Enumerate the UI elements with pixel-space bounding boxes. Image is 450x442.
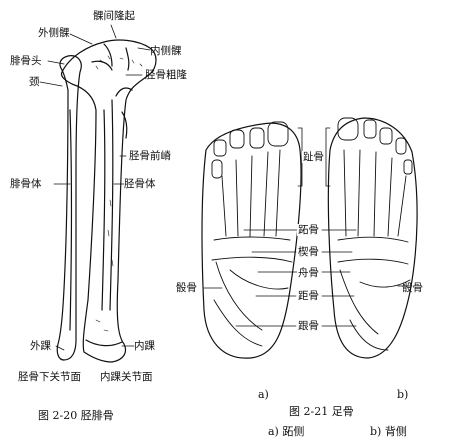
label-phalanges: 趾骨	[302, 151, 325, 163]
label-anterior-crest: 胫骨前嵴	[129, 150, 171, 162]
label-metatarsals: 跖骨	[297, 224, 320, 236]
label-malleolar-facet: 内踝关节面	[100, 371, 153, 383]
label-lateral-condyle: 外侧髁	[38, 27, 70, 39]
label-tibia-inferior-facet: 胫骨下关节面	[18, 371, 81, 383]
sub-label-b: b)	[397, 388, 409, 401]
label-tibial-tuberosity: 胫骨粗隆	[145, 69, 187, 81]
fibula-shape	[56, 55, 82, 361]
label-tibia-body: 胫骨体	[124, 178, 156, 190]
label-medial-condyle: 内侧髁	[150, 45, 182, 57]
foot-a-shape	[201, 121, 302, 359]
label-lateral-malleolus: 外踝	[30, 340, 51, 352]
label-medial-malleolus: 内踝	[134, 340, 155, 352]
label-cuboid-b: 骰骨	[402, 282, 423, 294]
label-fibula-body: 腓骨体	[10, 178, 42, 190]
caption-sub-a: a) 跖侧	[268, 425, 305, 438]
label-fibula-head: 腓骨头	[10, 55, 42, 67]
label-talus: 距骨	[297, 290, 320, 302]
leader-lines	[39, 24, 413, 351]
tibia-shape	[60, 39, 157, 363]
sub-label-a: a)	[258, 388, 269, 401]
label-cuneiforms: 楔骨	[297, 246, 320, 258]
label-neck: 颈	[29, 76, 40, 88]
foot-b-shape	[327, 117, 418, 359]
caption-sub-b: b) 背侧	[370, 425, 407, 438]
label-navicular: 舟骨	[297, 267, 320, 279]
caption-left: 图 2-20 胫腓骨	[38, 409, 114, 422]
label-cuboid-a: 骰骨	[176, 282, 197, 294]
label-calcaneus: 跟骨	[297, 320, 320, 332]
label-intercondylar: 髁间隆起	[93, 10, 135, 22]
caption-right: 图 2-21 足骨	[289, 405, 354, 418]
